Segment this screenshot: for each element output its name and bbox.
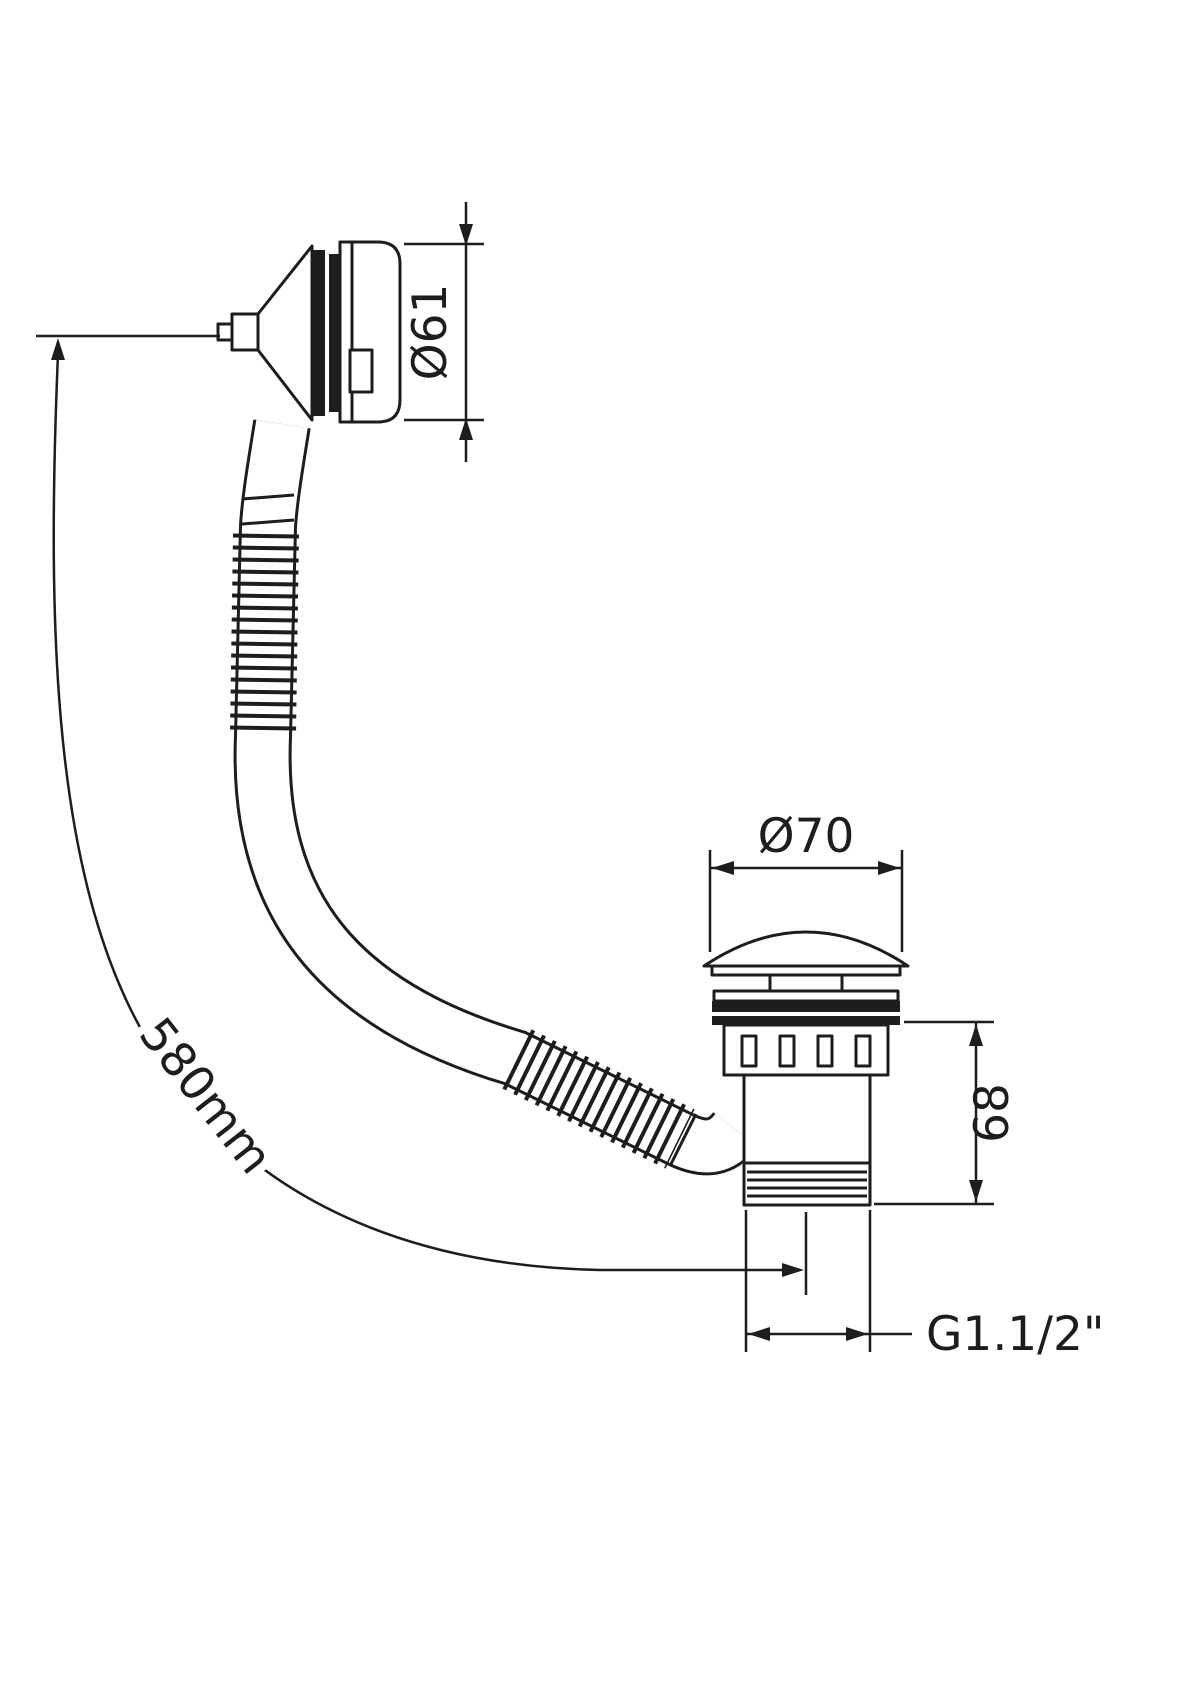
waste-crown-slot-3 xyxy=(816,1034,834,1068)
hose-interior xyxy=(236,419,757,1173)
overflow-hose xyxy=(230,419,759,1176)
waste-crown-slot-4 xyxy=(854,1034,872,1068)
hose-end-cuff-line xyxy=(668,1113,698,1167)
overflow-fitting xyxy=(216,240,402,424)
hose-collar-line-2 xyxy=(241,518,295,526)
waste-flange-plate xyxy=(712,989,900,1003)
overflow-cone xyxy=(256,244,314,422)
arrowhead-left xyxy=(748,1327,770,1341)
overflow-body xyxy=(338,240,402,424)
waste-crown-slot-2 xyxy=(778,1034,796,1068)
waste-stem xyxy=(768,973,844,993)
waste-cap-diameter-label: Ø70 xyxy=(758,809,855,864)
waste-gasket-band-1 xyxy=(712,1001,900,1012)
overflow-gasket-band-1 xyxy=(312,250,325,416)
overflow-gasket-band-2 xyxy=(329,254,340,412)
arrowhead-left xyxy=(712,861,734,875)
arrowhead-up xyxy=(969,1024,983,1046)
overflow-pin xyxy=(216,322,234,342)
hose-length-label-group: 580mm xyxy=(128,1006,284,1185)
dimension-waste-thread: G1.1/2" xyxy=(744,1210,1105,1362)
dimension-waste-body-height: 68 xyxy=(874,1020,1020,1206)
waste-gasket-band-2 xyxy=(712,1016,900,1025)
arrowhead-up xyxy=(459,418,473,440)
arrowhead-down xyxy=(969,1180,983,1202)
arrowhead-right xyxy=(846,1327,868,1341)
dimension-overflow-diameter: Ø61 xyxy=(403,202,484,462)
arrowhead-up xyxy=(51,338,65,360)
dimension-waste-cap-diameter: Ø70 xyxy=(708,809,904,952)
label-background xyxy=(130,1006,284,1185)
pop-up-waste xyxy=(702,930,910,1207)
waste-body-height-label: 68 xyxy=(965,1083,1020,1143)
arrowhead-down xyxy=(459,224,473,246)
arrowhead-right xyxy=(782,1263,804,1277)
overflow-body-slot xyxy=(348,348,374,394)
waste-crown-slot-1 xyxy=(740,1034,758,1068)
waste-dome-cap xyxy=(702,930,910,968)
overflow-nose xyxy=(230,312,260,352)
waste-body xyxy=(742,1073,872,1165)
arrowhead-right xyxy=(878,861,900,875)
waste-thread-label: G1.1/2" xyxy=(926,1307,1105,1362)
waste-thread-tail xyxy=(742,1161,872,1207)
overflow-diameter-label: Ø61 xyxy=(403,284,458,381)
hose-collar-line-1 xyxy=(241,493,295,501)
hose-length-label: 580mm xyxy=(128,1008,283,1185)
